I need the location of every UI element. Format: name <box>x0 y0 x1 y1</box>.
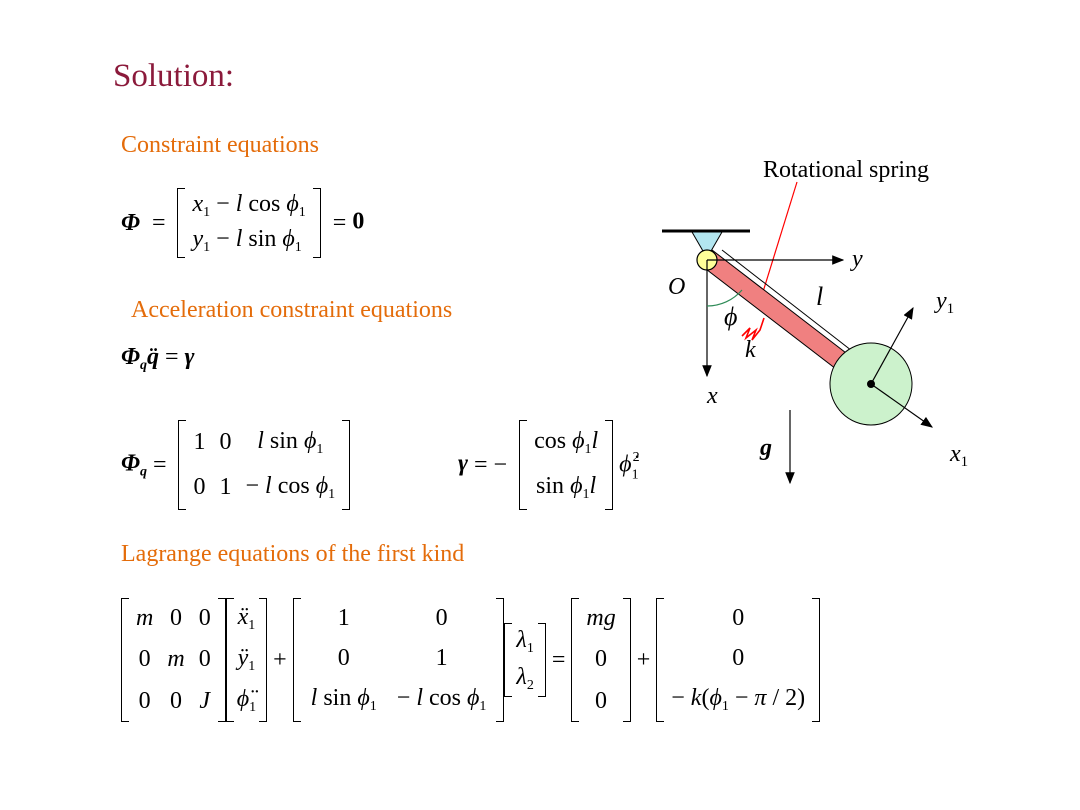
length-line <box>721 249 866 362</box>
label-phi: ϕ <box>724 302 737 331</box>
label-y1: y1 <box>934 288 954 317</box>
support-triangle <box>691 231 723 260</box>
label-x1: x1 <box>949 441 968 470</box>
angle-arc <box>706 289 743 307</box>
heading-acceleration-constraint: Acceleration constraint equations <box>131 297 453 323</box>
label-y: y <box>850 246 863 272</box>
label-rotational-spring: Rotational spring <box>763 157 929 183</box>
equation-acceleration: Φqq̈ = γ <box>121 344 195 373</box>
spring-pointer-line <box>756 181 798 310</box>
rotational-spring-zigzag <box>741 317 765 341</box>
label-g: g <box>759 435 772 461</box>
pendulum-diagram: Rotational spring y O l y1 ϕ k x g x1 <box>662 157 968 485</box>
heading-lagrange-equations: Lagrange equations of the first kind <box>121 541 465 567</box>
equation-constraint: Φ= x1 − l cos ϕ1 y1 − l sin ϕ1 =0 <box>121 188 364 258</box>
label-origin: O <box>668 274 685 300</box>
heading-constraint-equations: Constraint equations <box>121 132 319 158</box>
label-x: x <box>706 383 718 409</box>
slide-title: Solution: <box>113 58 235 94</box>
axis-y1 <box>870 306 914 385</box>
equation-gamma: γ= − cos ϕ1l sin ϕ1l ϕ̇12 <box>458 420 640 510</box>
label-length: l <box>816 282 823 311</box>
axis-x1 <box>870 383 933 428</box>
label-k: k <box>745 337 756 363</box>
